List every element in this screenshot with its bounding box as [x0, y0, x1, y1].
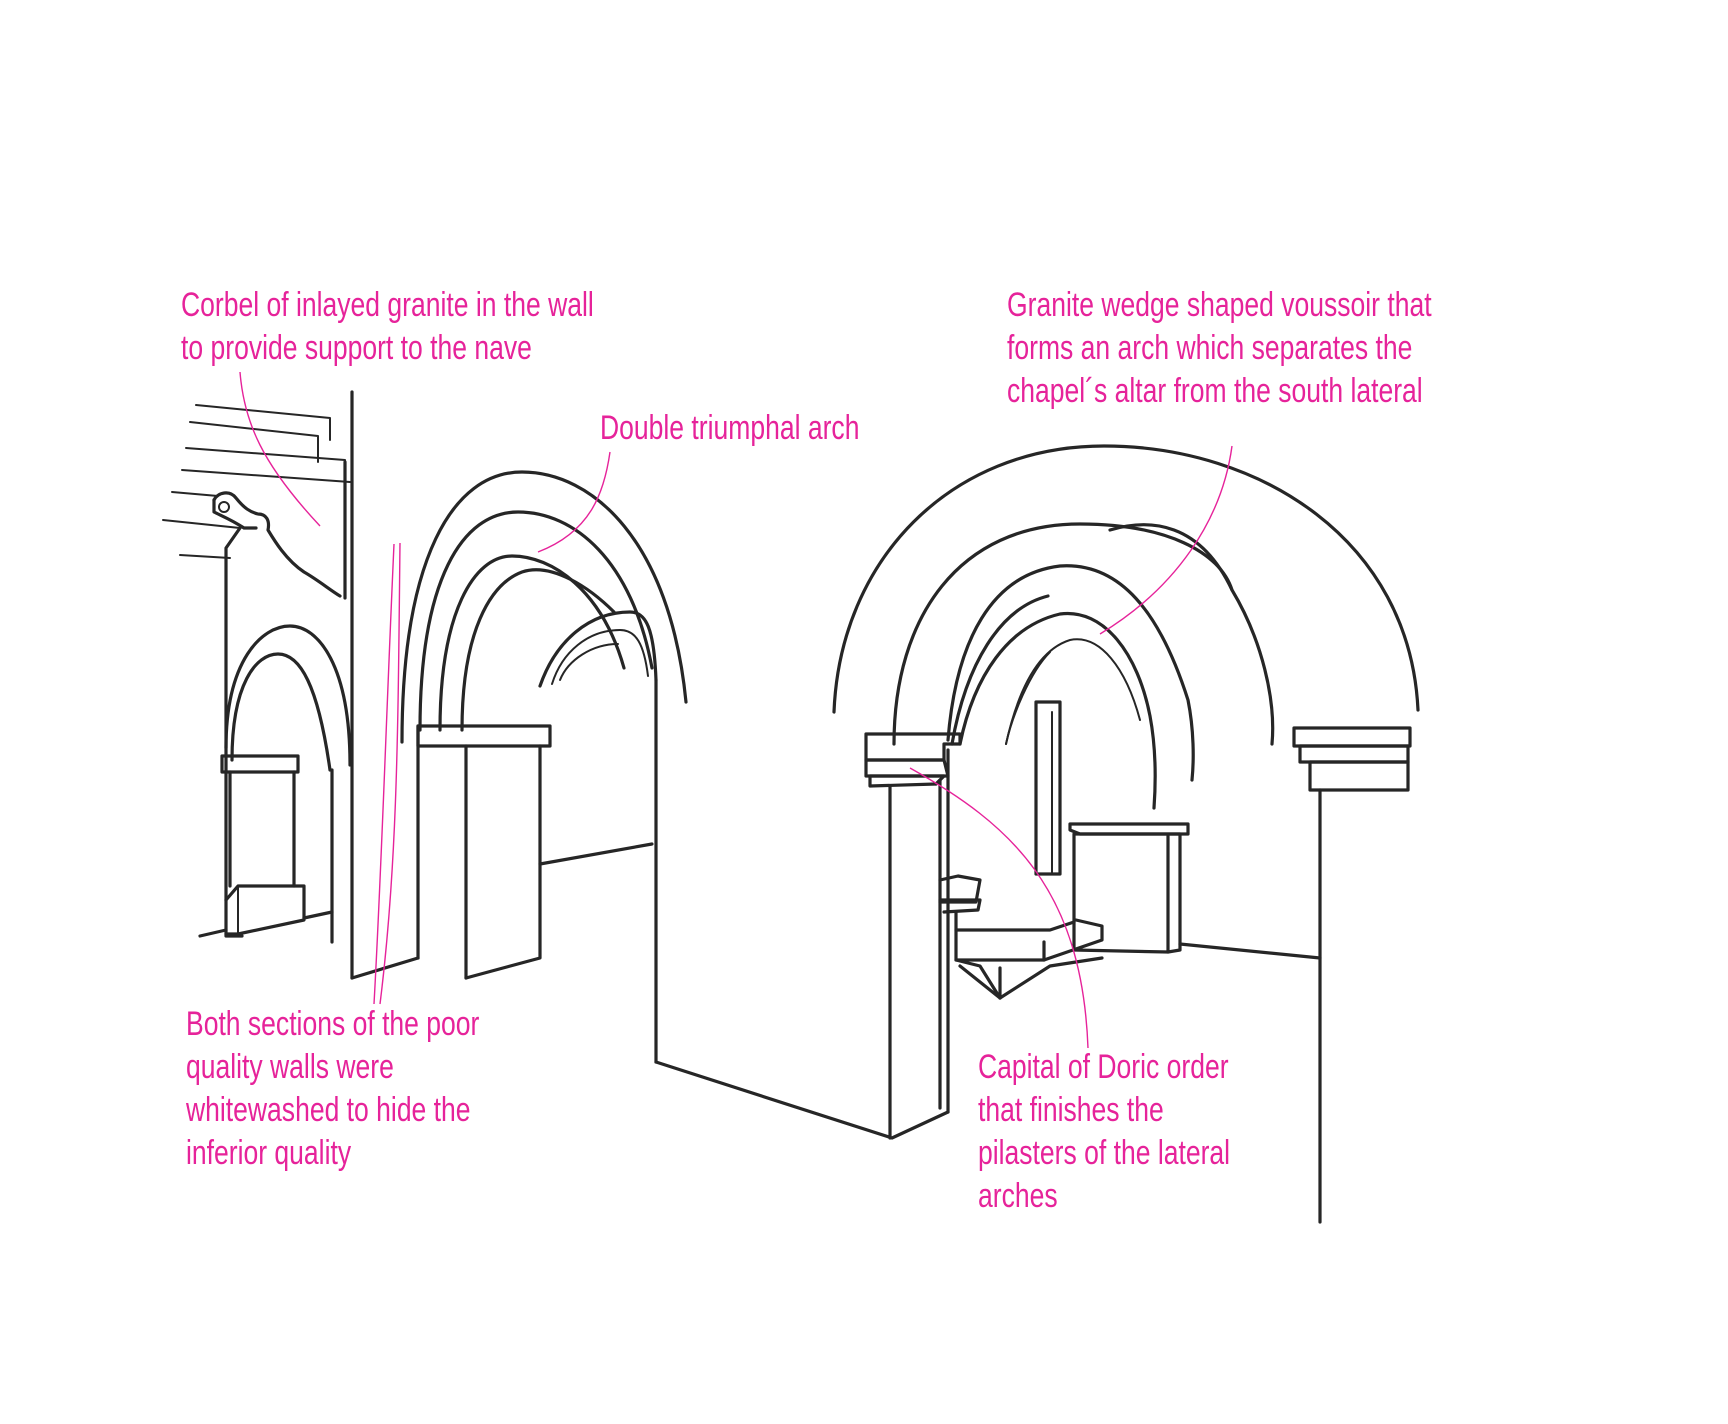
left-background-arch — [198, 526, 352, 944]
double-arch-leader — [537, 451, 611, 553]
walls-annotation-line-1: Both sections of the poor — [186, 1005, 480, 1043]
walls-annotation: Both sections of the poor quality walls … — [186, 1003, 479, 1175]
voussoir-annotation-line-1: Granite wedge shaped voussoir that — [1007, 286, 1432, 324]
walls-annotation-line-3: whitewashed to hide the — [186, 1091, 471, 1129]
leader-lines — [239, 371, 1233, 1049]
doric-capital-pilaster — [864, 732, 962, 1140]
capital-annotation-line-2: that finishes the — [978, 1091, 1164, 1129]
voussoir-annotation-line-2: forms an arch which separates the — [1007, 329, 1413, 367]
capital-leader — [909, 767, 1089, 1049]
whitewashed-wall — [654, 678, 950, 1140]
corbel-wall — [162, 390, 354, 980]
walls-leader-1 — [373, 543, 395, 1005]
corbel-annotation-line-2: to provide support to the nave — [181, 329, 532, 367]
capital-annotation: Capital of Doric order that finishes the… — [978, 1046, 1230, 1218]
corbel-annotation: Corbel of inlayed granite in the wall to… — [181, 284, 594, 370]
voussoir-annotation: Granite wedge shaped voussoir that forms… — [1007, 284, 1432, 413]
double-arch-annotation: Double triumphal arch — [600, 407, 859, 450]
walls-annotation-line-4: inferior quality — [186, 1134, 352, 1172]
corbel-bracket — [212, 491, 342, 598]
capital-annotation-line-4: arches — [978, 1177, 1058, 1215]
voussoir-annotation-line-3: chapel´s altar from the south lateral — [1007, 372, 1423, 410]
corbel-leader — [239, 371, 321, 527]
capital-annotation-line-1: Capital of Doric order — [978, 1048, 1229, 1086]
double-triumphal-arch — [350, 470, 688, 980]
corbel-annotation-line-1: Corbel of inlayed granite in the wall — [181, 286, 594, 324]
walls-annotation-line-2: quality walls were — [186, 1048, 394, 1086]
voussoir-arch — [832, 444, 1420, 810]
right-pilaster-capital — [1292, 726, 1412, 1224]
voussoir-leader — [1099, 445, 1233, 635]
walls-leader-2 — [379, 542, 401, 1005]
capital-annotation-line-3: pilasters of the lateral — [978, 1134, 1231, 1172]
double-arch-annotation-line-1: Double triumphal arch — [600, 409, 860, 447]
chapel-altar — [938, 700, 1322, 1000]
